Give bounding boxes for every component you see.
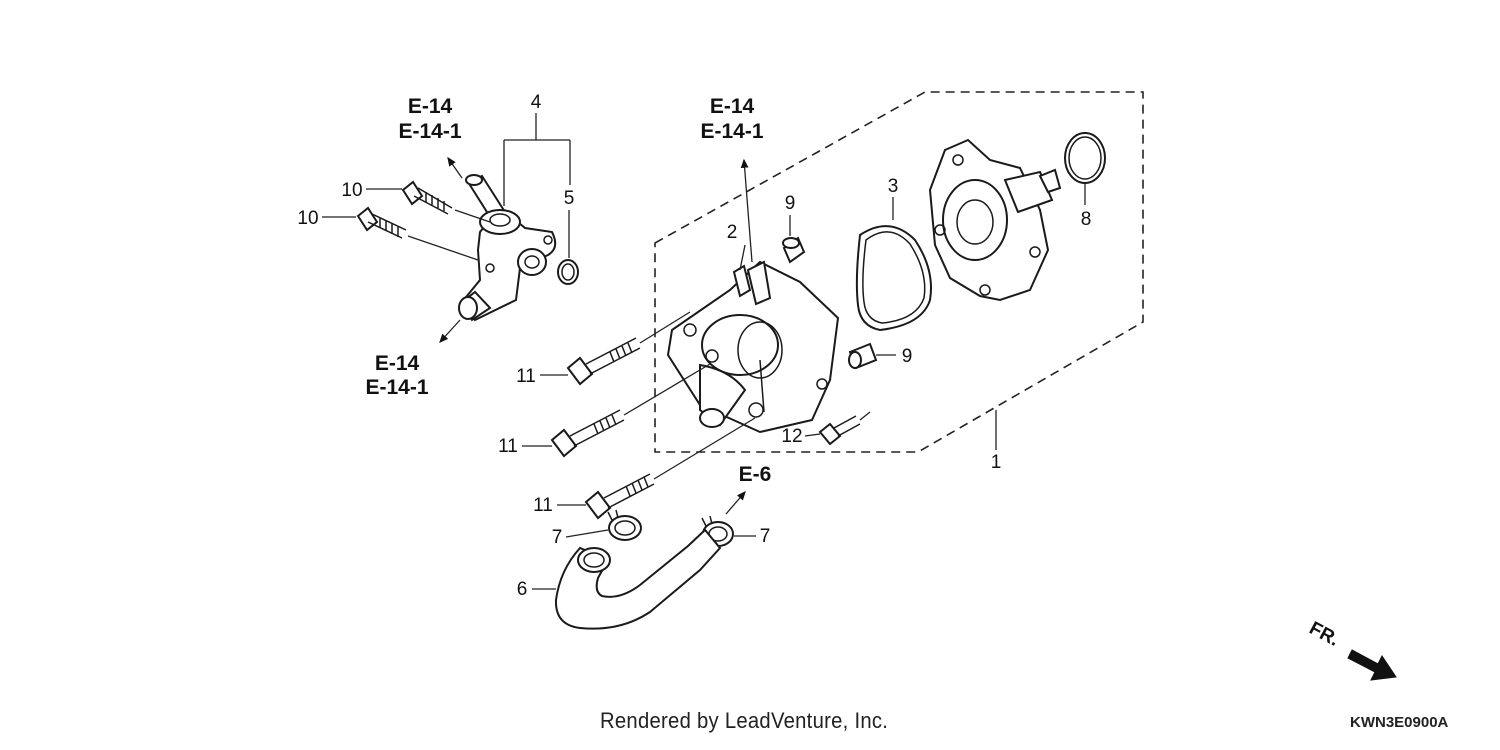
dowel-pin-lower (848, 342, 878, 370)
callout-7-right[interactable]: 7 (760, 526, 771, 547)
reference-bottom-left[interactable]: E-14 E-14-1 (365, 352, 428, 399)
leader (804, 433, 821, 437)
svg-text:7: 7 (552, 527, 563, 548)
long-bolt-3 (584, 473, 655, 520)
callout-9-upper[interactable]: 9 (785, 193, 796, 214)
reference-arrow (740, 158, 753, 263)
svg-text:11: 11 (533, 495, 553, 516)
hose-clamp-left (607, 509, 642, 541)
pump-cover (666, 260, 840, 434)
svg-text:E-14-1: E-14-1 (398, 120, 461, 143)
svg-text:4: 4 (531, 92, 542, 113)
callout-8[interactable]: 8 (1081, 209, 1092, 230)
callout-10-lower[interactable]: 10 (297, 208, 318, 229)
callout-5[interactable]: 5 (564, 188, 575, 209)
bolt-upper (401, 180, 453, 215)
water-hose (554, 528, 722, 630)
callout-4[interactable]: 4 (531, 92, 542, 113)
leader (565, 529, 609, 538)
rendered-by-credit: Rendered by LeadVenture, Inc. (600, 708, 889, 733)
reference-arrow (439, 319, 461, 343)
leader (454, 209, 491, 223)
callout-11-middle[interactable]: 11 (498, 436, 518, 457)
callout-3[interactable]: 3 (888, 176, 899, 197)
svg-text:11: 11 (498, 436, 518, 457)
small-bolt (818, 415, 861, 446)
water-joint (458, 174, 557, 322)
svg-text:9: 9 (902, 346, 913, 367)
reference-top-left[interactable]: E-14 E-14-1 (398, 95, 461, 143)
direction-arrow-icon (1347, 649, 1397, 681)
svg-text:1: 1 (991, 452, 1002, 473)
svg-text:E-14-1: E-14-1 (700, 120, 763, 143)
callout-9-lower[interactable]: 9 (902, 346, 913, 367)
callout-11-top[interactable]: 11 (516, 366, 536, 387)
svg-text:E-6: E-6 (739, 463, 772, 486)
svg-text:12: 12 (781, 426, 802, 447)
svg-text:9: 9 (785, 193, 796, 214)
direction-label: FR. (1306, 618, 1343, 651)
leader (623, 363, 711, 416)
reference-hose[interactable]: E-6 (739, 463, 772, 486)
bolt-lower (356, 206, 407, 239)
gasket (855, 225, 932, 332)
svg-text:11: 11 (516, 366, 536, 387)
svg-text:E-14-1: E-14-1 (365, 376, 428, 399)
svg-text:8: 8 (1081, 209, 1092, 230)
leader (653, 417, 756, 480)
callout-10-upper[interactable]: 10 (341, 180, 362, 201)
svg-text:6: 6 (517, 579, 528, 600)
svg-text:10: 10 (341, 180, 362, 201)
callout-11-bottom[interactable]: 11 (533, 495, 553, 516)
svg-text:E-14: E-14 (710, 95, 755, 118)
callout-7-left[interactable]: 7 (552, 527, 563, 548)
long-bolt-1 (566, 337, 641, 386)
assembly-boundary (654, 91, 1144, 453)
long-bolt-2 (550, 409, 625, 458)
diagram-code: KWN3E0900A (1350, 714, 1449, 731)
o-ring-small (557, 259, 579, 285)
dowel-pin-upper (782, 236, 806, 264)
front-direction-indicator: FR. (1306, 618, 1397, 681)
leader (859, 411, 871, 421)
water-pump (928, 138, 1062, 302)
leader (639, 311, 691, 344)
svg-text:5: 5 (564, 188, 575, 209)
leader (503, 113, 571, 206)
svg-text:2: 2 (727, 222, 738, 243)
reference-arrow (447, 156, 463, 179)
callout-6[interactable]: 6 (517, 579, 528, 600)
svg-text:E-14: E-14 (375, 352, 420, 375)
reference-arrow (725, 491, 746, 515)
callout-2[interactable]: 2 (727, 222, 738, 243)
callout-12[interactable]: 12 (781, 426, 802, 447)
callout-1[interactable]: 1 (991, 452, 1002, 473)
svg-text:E-14: E-14 (408, 95, 453, 118)
svg-text:3: 3 (888, 176, 899, 197)
leader (407, 235, 479, 261)
leader (739, 244, 746, 271)
o-ring-large (1064, 132, 1106, 184)
svg-text:7: 7 (760, 526, 771, 547)
reference-top-center[interactable]: E-14 E-14-1 (700, 95, 763, 143)
svg-text:10: 10 (297, 208, 318, 229)
